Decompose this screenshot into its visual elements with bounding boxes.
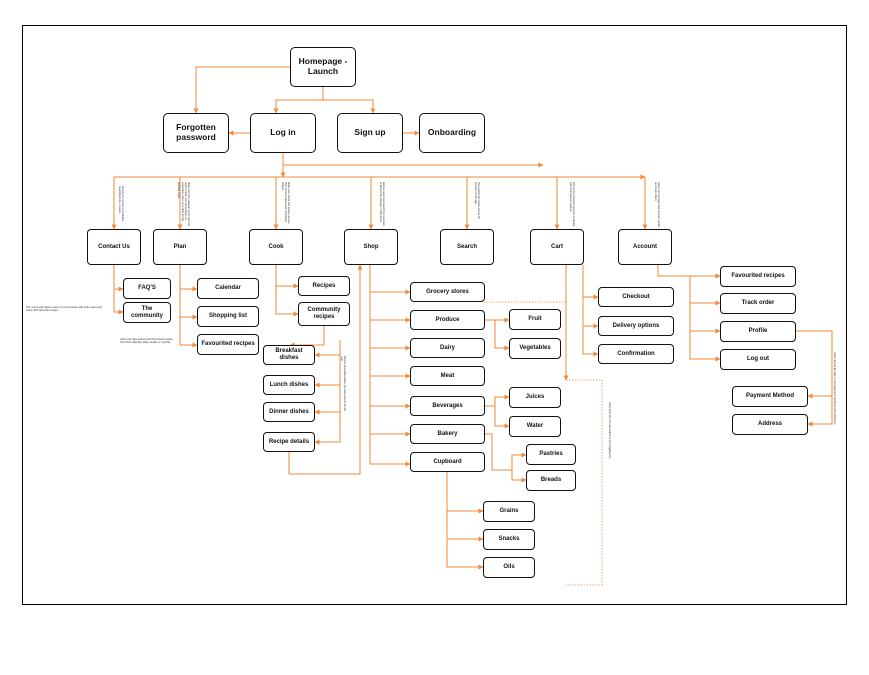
connector-line [289,326,325,348]
cart-note: Ensure the checkout process is simple wi… [568,182,575,227]
connector-line [275,265,299,289]
contact-us-note: Ensure the section is available regardin… [117,186,124,222]
dinner-dishes-node[interactable]: Dinner dishes [263,402,315,422]
connector-line [275,286,299,317]
cook-node[interactable]: Cook [249,229,303,265]
checkout-node[interactable]: Checkout [598,287,674,307]
forgotten-password-node[interactable]: Forgotten password [163,113,229,153]
connector-line [494,320,510,351]
dotted-connector [484,301,567,360]
pastries-node[interactable]: Pastries [526,444,576,465]
log-out-node[interactable]: Log out [720,349,796,370]
connector-line [179,265,198,348]
connector-line [689,276,721,362]
payment-note: Users should be able to save payment met… [833,352,836,425]
favourited-recipes-plan-node[interactable]: Favourited recipes [197,334,259,355]
cart-node[interactable]: Cart [530,229,584,265]
contact-us-node[interactable]: Contact Us [87,229,141,265]
the-community-node[interactable]: The community [123,302,171,323]
profile-node[interactable]: Profile [720,321,796,342]
vegetables-node[interactable]: Vegetables [509,338,561,359]
connector-line [446,472,484,570]
favourited-recipes-account-node[interactable]: Favourited recipes [720,266,796,287]
cupboard-node[interactable]: Cupboard [410,452,485,472]
produce-node[interactable]: Produce [410,310,485,330]
connector-line [511,470,527,483]
connector-line [796,330,833,427]
confirmation-node[interactable]: Confirmation [598,344,674,364]
account-note: Users can manage their account details a… [653,182,660,228]
breads-node[interactable]: Breads [526,470,576,491]
homepage-launch-node[interactable]: Homepage - Launch [290,47,356,87]
shop-note: Ensure users can search for a product or… [378,182,385,226]
dishes-note: Ensure all recipes follow the same layou… [339,356,346,412]
connector-line [314,340,341,445]
community-recipes-node[interactable]: Community recipes [298,302,350,326]
sign-up-node[interactable]: Sign up [337,113,403,153]
shopping-list-node[interactable]: Shopping list [197,306,259,327]
log-in-node[interactable]: Log in [250,113,316,153]
connector-line [494,406,510,429]
recipe-details-node[interactable]: Recipe details [263,432,315,452]
beverages-node[interactable]: Beverages [410,396,485,416]
breakfast-dishes-node[interactable]: Breakfast dishes [263,345,315,365]
connector-line [273,87,324,114]
plan-note: Make sure the calendar syncs with the us… [177,182,190,227]
search-node[interactable]: Search [440,229,494,265]
connector-line [485,394,510,407]
recipes-node[interactable]: Recipes [298,276,350,296]
faqs-node[interactable]: FAQ'S [123,278,171,299]
account-node[interactable]: Account [618,229,672,265]
grains-node[interactable]: Grains [483,501,535,522]
connector-line [657,265,721,279]
juices-node[interactable]: Juices [509,387,561,408]
fruit-node[interactable]: Fruit [509,309,561,330]
plan-node[interactable]: Plan [153,229,207,265]
connector-line [485,433,527,471]
shop-node[interactable]: Shop [344,229,398,265]
delivery-options-node[interactable]: Delivery options [598,316,674,336]
dairy-node[interactable]: Dairy [410,338,485,358]
onboarding-node[interactable]: Onboarding [419,113,485,153]
connector-line [193,66,290,114]
dotted-connector [566,379,603,586]
connector-line [369,265,411,467]
grocery-stores-node[interactable]: Grocery stores [410,282,485,302]
search-note: The search bar works across all sections… [473,182,480,219]
community-note: The community allows users to communicat… [26,306,102,313]
connector-line [288,264,363,475]
calendar-node[interactable]: Calendar [197,278,259,299]
snacks-node[interactable]: Snacks [483,529,535,550]
connector-line [113,265,124,315]
oils-node[interactable]: Oils [483,557,535,578]
connector-line [282,153,544,168]
bakery-node[interactable]: Bakery [410,424,485,444]
lunch-dishes-node[interactable]: Lunch dishes [263,375,315,395]
connector-line [323,99,376,114]
cook-note: Make sure users can always access their … [280,182,290,224]
shop-list-note: Items from the cart are added to the sho… [608,402,611,459]
meat-node[interactable]: Meat [410,366,485,386]
address-node[interactable]: Address [732,414,808,435]
track-order-node[interactable]: Track order [720,293,796,314]
water-node[interactable]: Water [509,416,561,437]
favourites-note: Users can also access their favourited r… [120,338,173,345]
connector-line [582,265,599,357]
payment-method-node[interactable]: Payment Method [732,386,808,407]
